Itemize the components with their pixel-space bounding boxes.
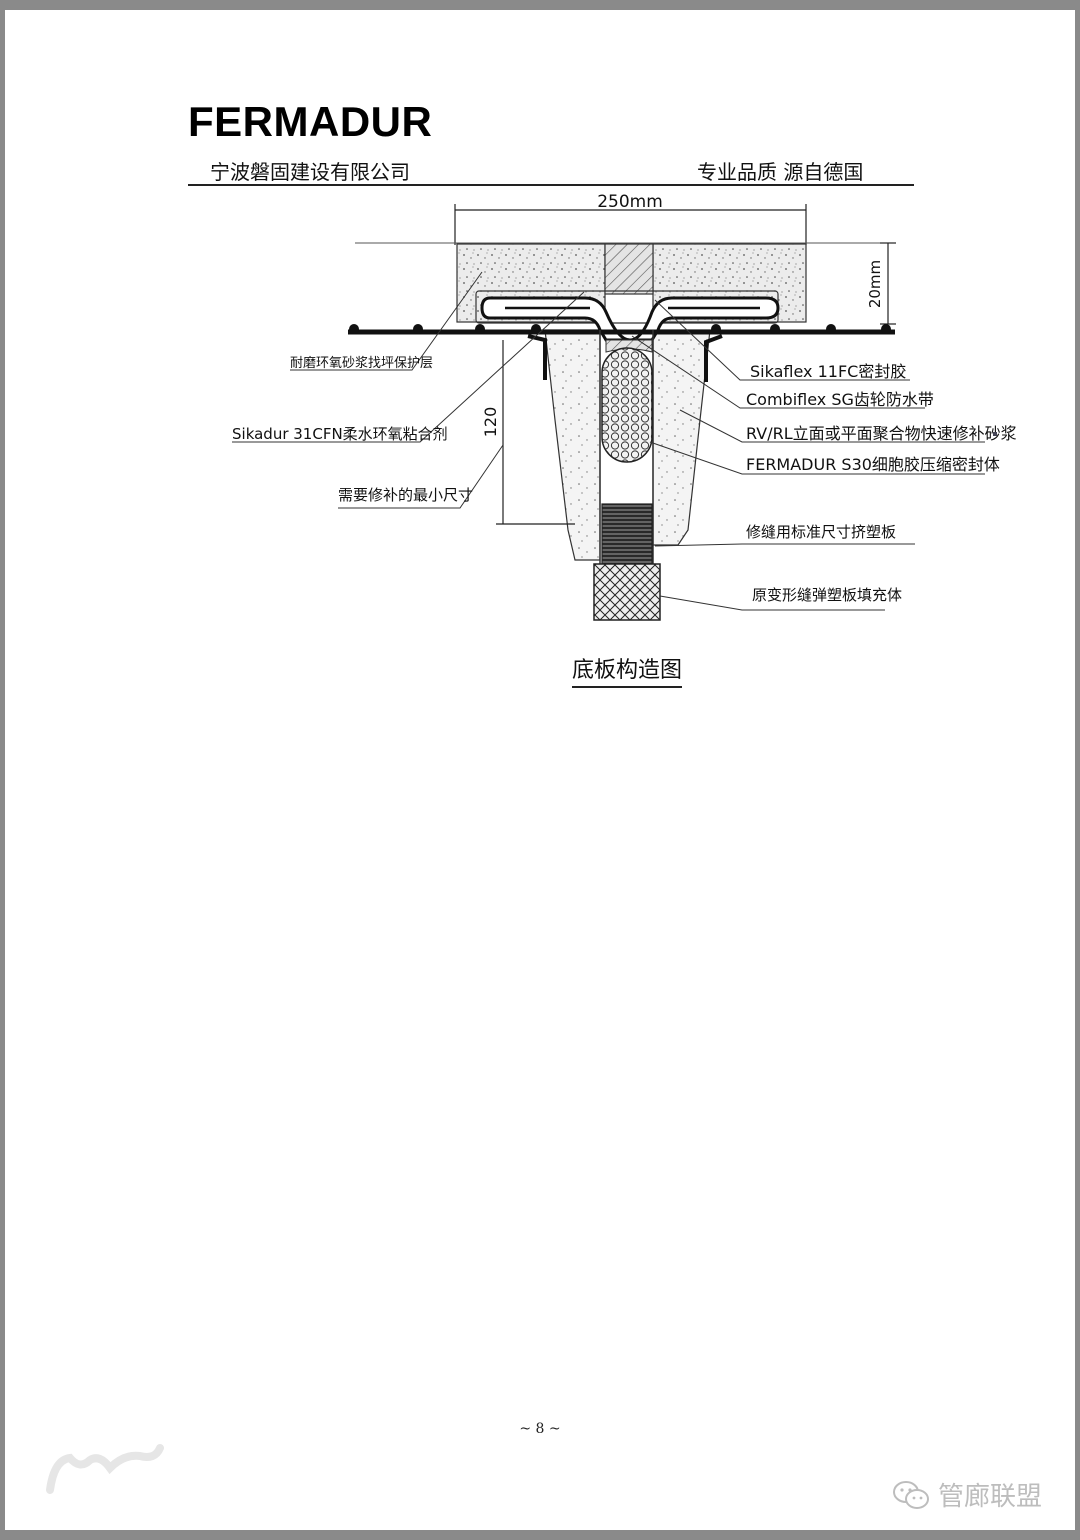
company-name: 宁波磐固建设有限公司 <box>210 160 410 184</box>
label-repair-mortar: RV/RL立面或平面聚合物快速修补砂浆 <box>746 424 1017 443</box>
watermark: 管廊联盟 <box>892 1476 1042 1513</box>
width-dimension: 250mm <box>454 192 807 245</box>
label-sikadur: Sikadur 31CFN柔水环氧粘合剂 <box>232 425 448 443</box>
header-rule <box>188 184 914 186</box>
figure-caption: 底板构造图 <box>572 652 683 688</box>
label-combiflex: Combiflex SG齿轮防水带 <box>746 390 934 409</box>
dim-depth-top-label: 20mm <box>866 260 884 308</box>
frame-left <box>0 0 5 1540</box>
depth-dimension-top: 20mm <box>866 242 896 325</box>
frame-bottom <box>0 1530 1080 1540</box>
original-filler <box>593 563 661 621</box>
extruded-board <box>601 503 653 565</box>
repair-mortar-left <box>544 329 601 561</box>
label-original-filler: 原变形缝弹塑板填充体 <box>752 586 902 604</box>
frame-right <box>1075 0 1080 1540</box>
label-min-repair-size: 需要修补的最小尺寸 <box>338 486 473 504</box>
wechat-icon <box>893 1480 929 1509</box>
anchor-bar-right <box>704 334 723 382</box>
sikaflex-sealant <box>604 243 654 295</box>
joint-section-drawing: 250mm 20mm <box>232 192 1017 621</box>
repair-mortar-right <box>652 329 711 546</box>
anchor-bar-left <box>527 334 547 380</box>
combiflex-waterstrip <box>475 290 780 342</box>
reinforcement-bar <box>348 324 895 335</box>
dim-depth-main-label: 120 <box>481 407 500 438</box>
leaders-right <box>631 299 985 611</box>
corner-logo-mark <box>46 1444 164 1494</box>
slogan: 专业品质 源自德国 <box>697 160 864 184</box>
fermadur-s30-seal <box>601 347 653 463</box>
label-epoxy-protective: 耐磨环氧砂浆找坪保护层 <box>290 356 433 371</box>
watermark-text: 管廊联盟 <box>938 1482 1043 1512</box>
stray-mark <box>993 432 997 436</box>
depth-dimension-main: 120 <box>481 340 575 525</box>
page-number: ~ 8 ~ <box>519 1421 561 1437</box>
dim-width-label: 250mm <box>597 192 663 212</box>
label-extruded-board: 修缝用标准尺寸挤塑板 <box>746 523 896 541</box>
label-sikaflex: Sikaflex 11FC密封胶 <box>750 362 906 381</box>
label-fermadur-s30: FERMADUR S30细胞胶压缩密封体 <box>746 455 1000 474</box>
brand-title: FERMADUR <box>188 98 433 145</box>
frame-top <box>0 0 1080 10</box>
leaders-left <box>232 271 585 509</box>
